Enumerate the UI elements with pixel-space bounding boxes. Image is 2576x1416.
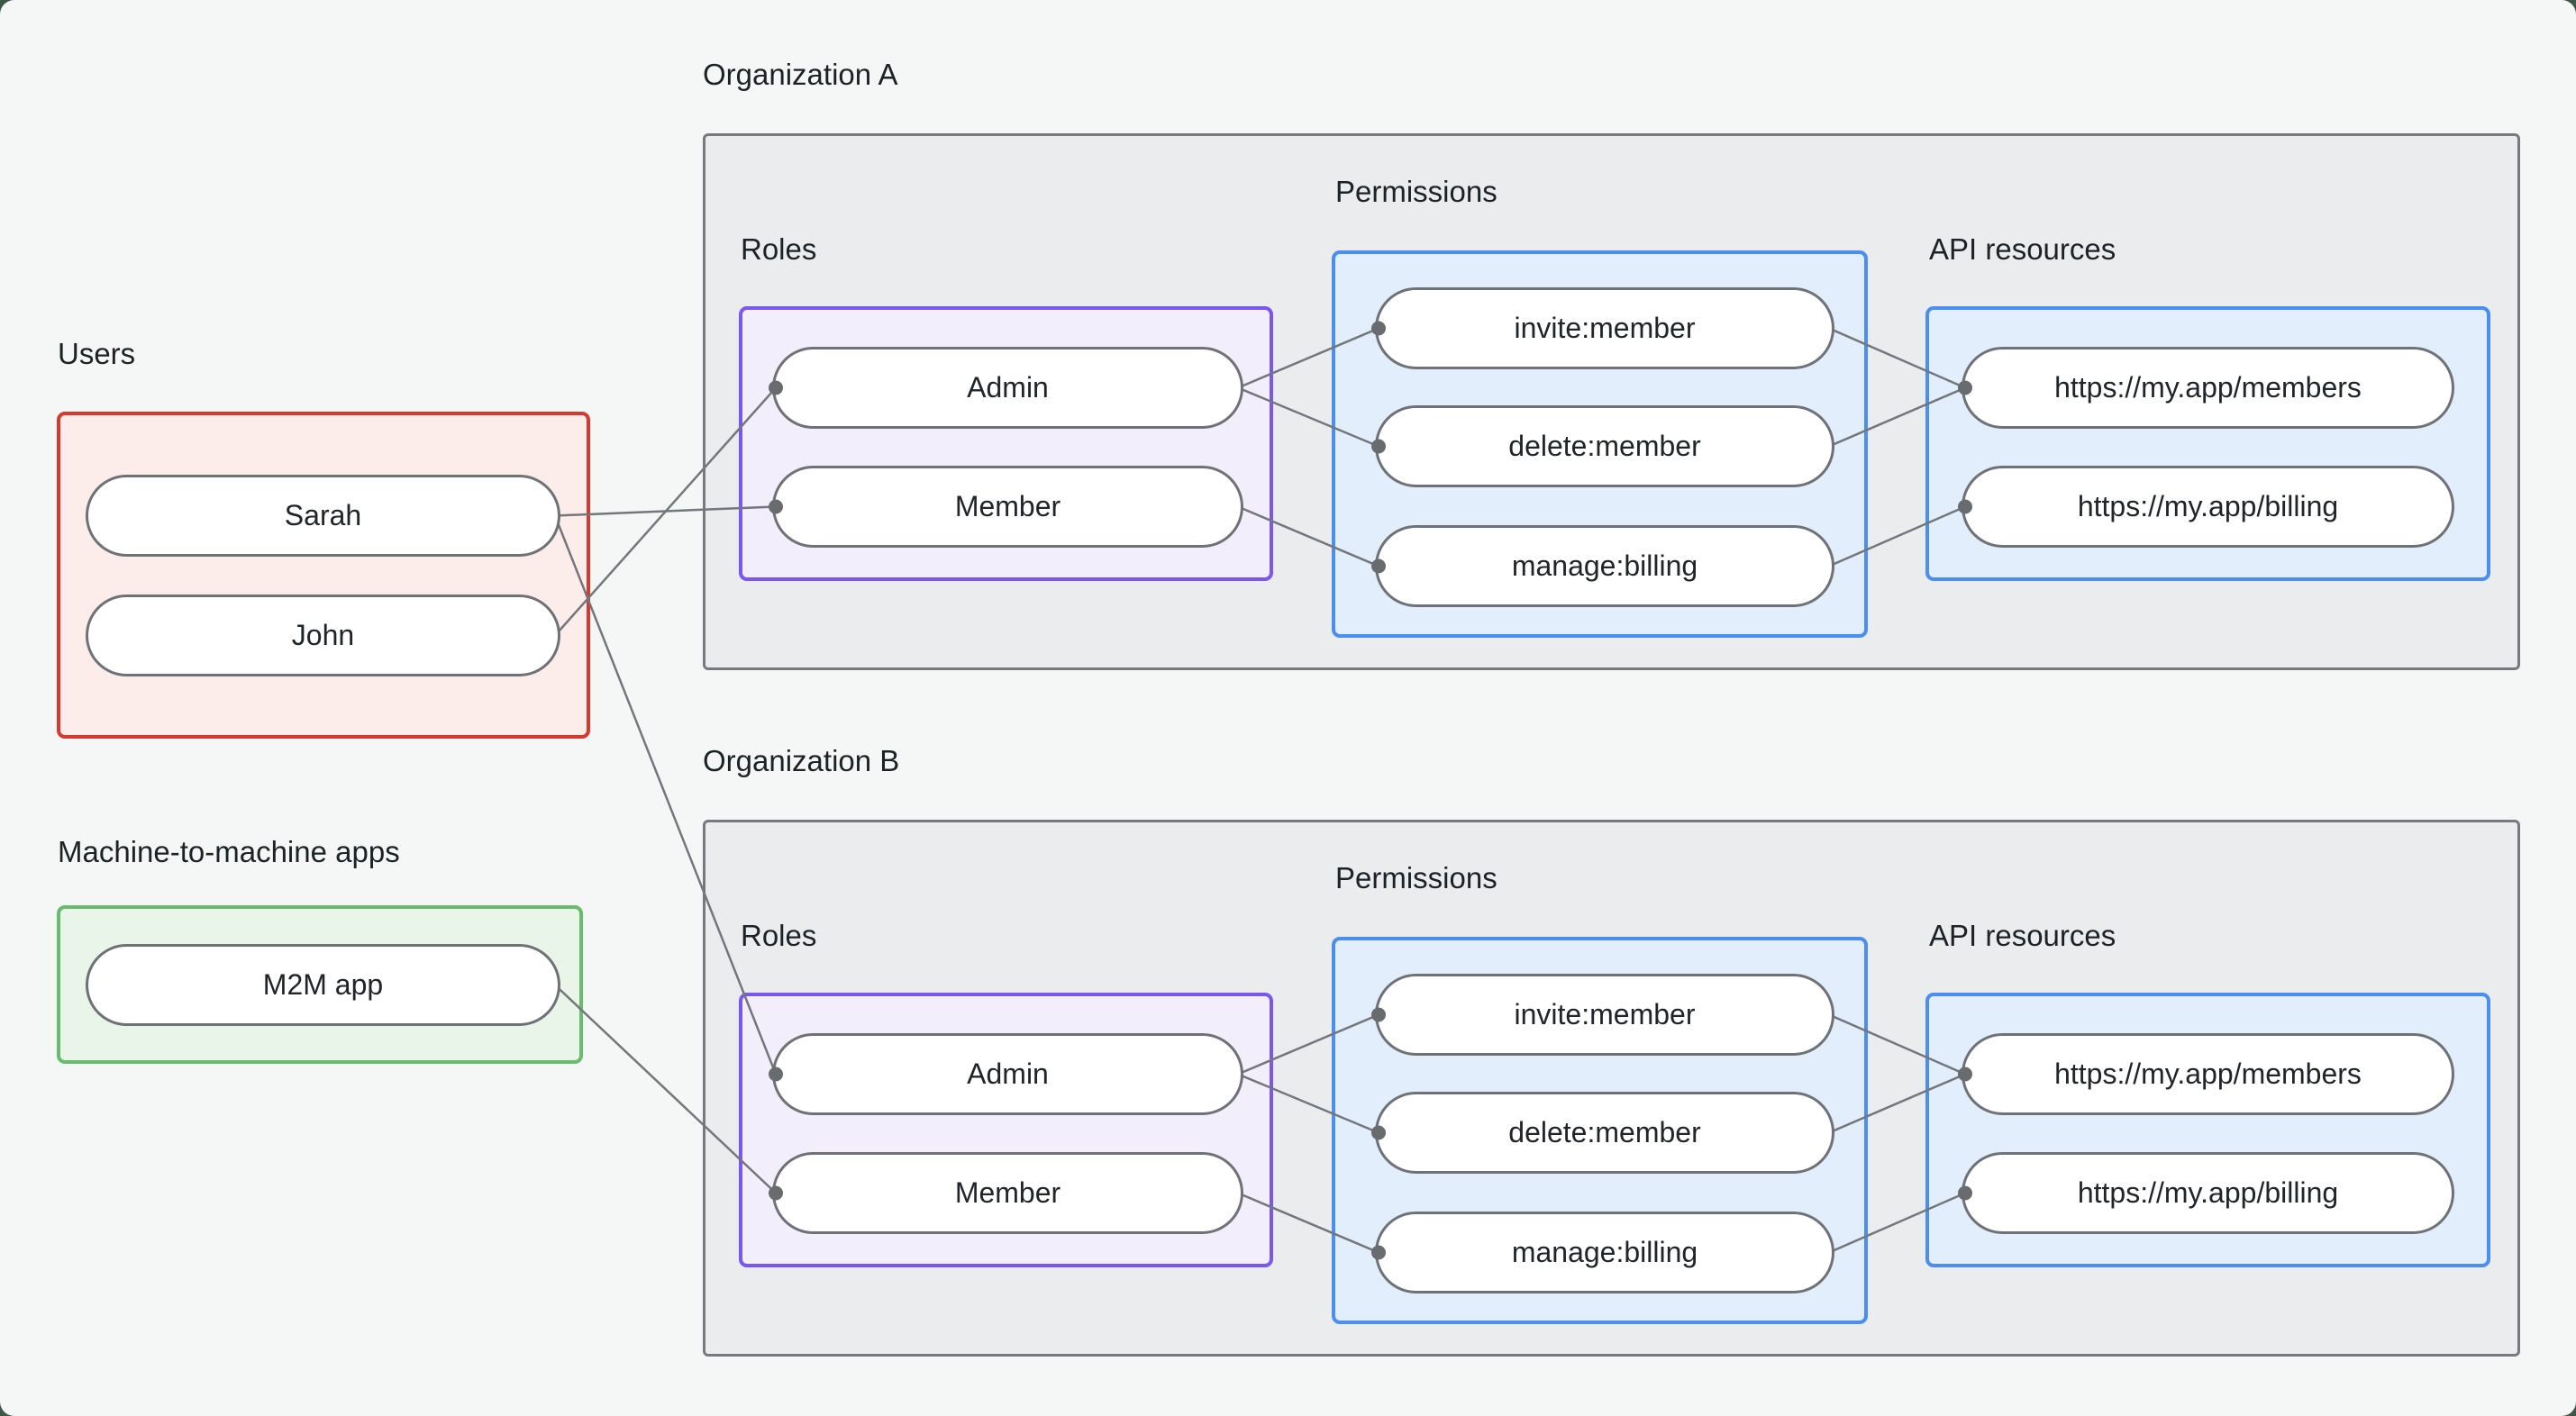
node-api-resource-members-org-b: https://my.app/members <box>1962 1033 2454 1115</box>
node-permission-invite-member-org-a: invite:member <box>1375 287 1834 369</box>
node-role-member-org-a: Member <box>772 466 1243 548</box>
permissions-label-org-a: Permissions <box>1335 175 1497 208</box>
roles-label-org-a: Roles <box>741 232 817 266</box>
organization-a-label: Organization A <box>703 58 898 91</box>
node-permission-delete-member-org-b: delete:member <box>1375 1092 1834 1174</box>
node-role-admin-org-a: Admin <box>772 347 1243 429</box>
node-user-sarah: Sarah <box>86 475 560 557</box>
node-permission-delete-member-org-a: delete:member <box>1375 405 1834 487</box>
api-resources-label-org-a: API resources <box>1929 232 2116 266</box>
node-permission-invite-member-org-b: invite:member <box>1375 974 1834 1056</box>
node-permission-manage-billing-org-b: manage:billing <box>1375 1212 1834 1293</box>
users-group-label: Users <box>58 337 136 370</box>
api-resources-label-org-b: API resources <box>1929 919 2116 952</box>
organization-b-label: Organization B <box>703 744 900 777</box>
node-m2m-app: M2M app <box>86 944 560 1026</box>
node-role-admin-org-b: Admin <box>772 1033 1243 1115</box>
users-group-box <box>57 412 590 739</box>
node-api-resource-billing-org-b: https://my.app/billing <box>1962 1152 2454 1234</box>
node-user-john: John <box>86 595 560 676</box>
roles-label-org-b: Roles <box>741 919 817 952</box>
node-role-member-org-b: Member <box>772 1152 1243 1234</box>
permissions-label-org-b: Permissions <box>1335 861 1497 894</box>
node-permission-manage-billing-org-a: manage:billing <box>1375 525 1834 607</box>
m2m-apps-group-label: Machine-to-machine apps <box>58 835 400 868</box>
node-api-resource-members-org-a: https://my.app/members <box>1962 347 2454 429</box>
node-api-resource-billing-org-a: https://my.app/billing <box>1962 466 2454 548</box>
